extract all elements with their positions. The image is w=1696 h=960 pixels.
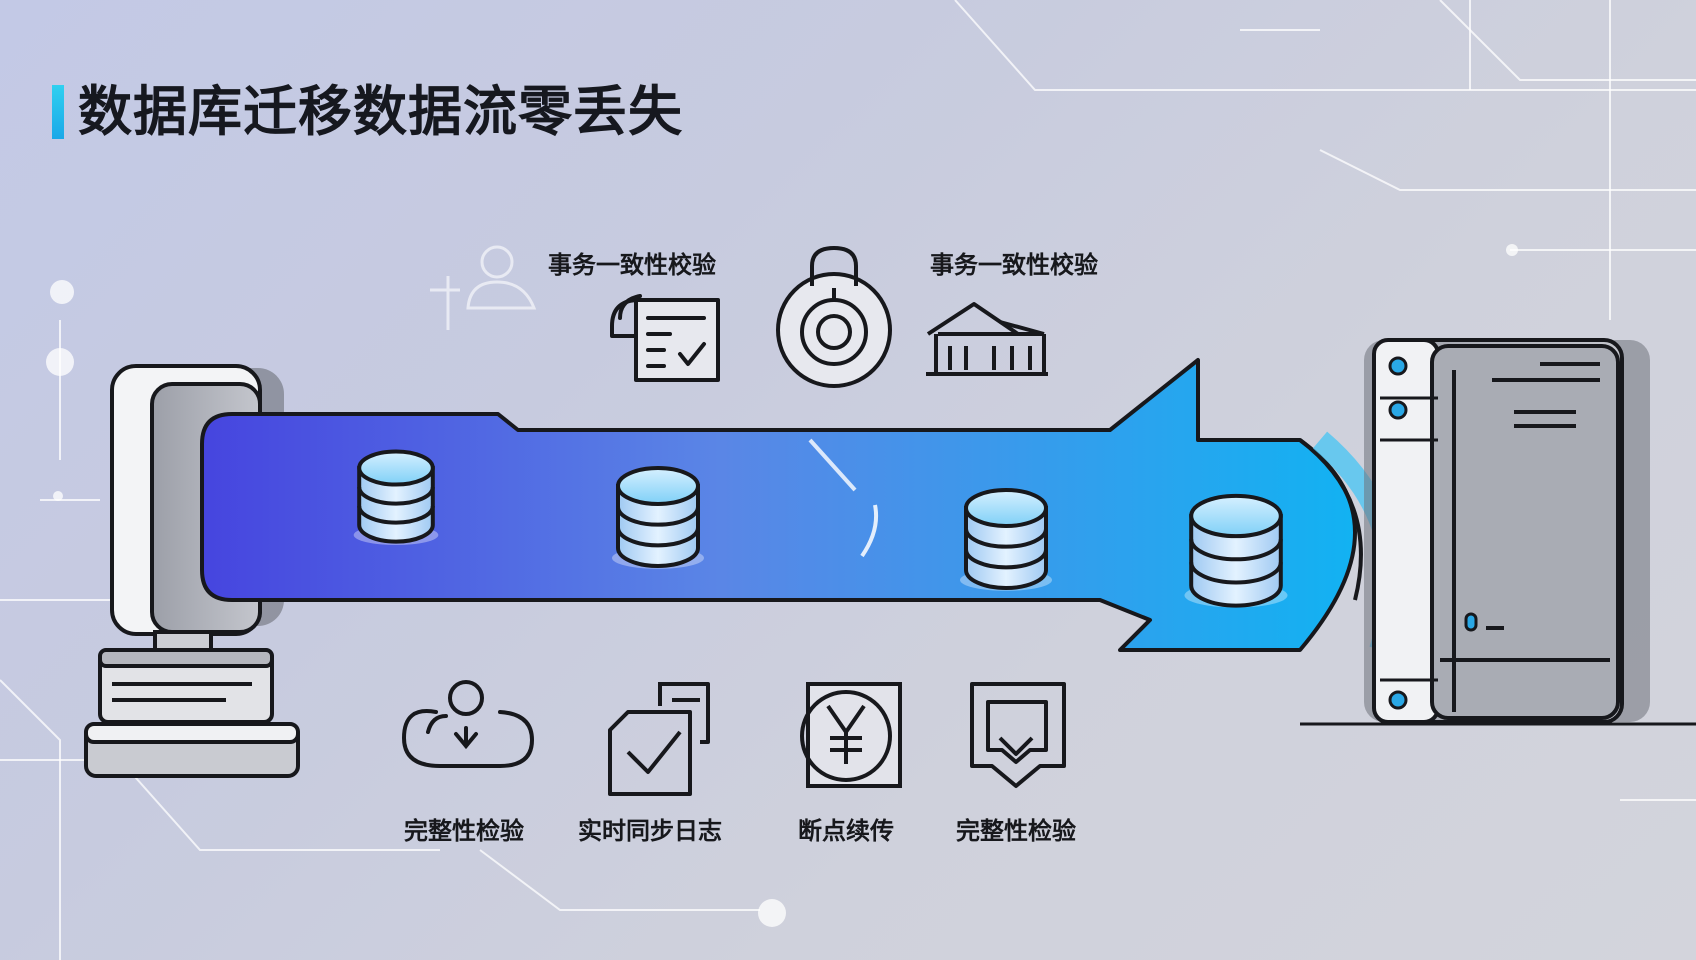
- circuit-nodes: [46, 244, 1518, 927]
- data-packet-icon: [353, 449, 439, 545]
- feature-label-integrity-check-2: 完整性检验: [956, 817, 1076, 845]
- title-block: 数据库迁移数据流零丢失: [52, 80, 683, 144]
- feature-label-transaction-check-2: 事务一致性校验: [930, 251, 1098, 279]
- title-accent-bar: [52, 85, 64, 139]
- document-check-icon: [610, 294, 720, 382]
- shield-arrow-icon: [970, 682, 1066, 788]
- feature-label-integrity-check-1: 完整性检验: [404, 817, 524, 845]
- feature-label-resume-transfer: 断点续传: [798, 817, 894, 845]
- target-database-server: [1300, 338, 1696, 726]
- building-icon: [926, 302, 1048, 376]
- checkbox-document-icon: [608, 682, 710, 796]
- page-title: 数据库迁移数据流零丢失: [78, 80, 683, 143]
- faint-user-icon: [430, 245, 537, 330]
- data-packets: [353, 449, 1288, 608]
- data-packet-icon: [960, 488, 1052, 591]
- lock-icon: [776, 245, 892, 388]
- cloud-user-icon: [401, 680, 535, 768]
- yen-circle-icon: [800, 682, 902, 788]
- feature-label-transaction-check-1: 事务一致性校验: [548, 251, 716, 279]
- data-packet-icon: [1184, 493, 1288, 608]
- data-packet-icon: [612, 466, 704, 569]
- feature-label-realtime-log: 实时同步日志: [578, 817, 722, 845]
